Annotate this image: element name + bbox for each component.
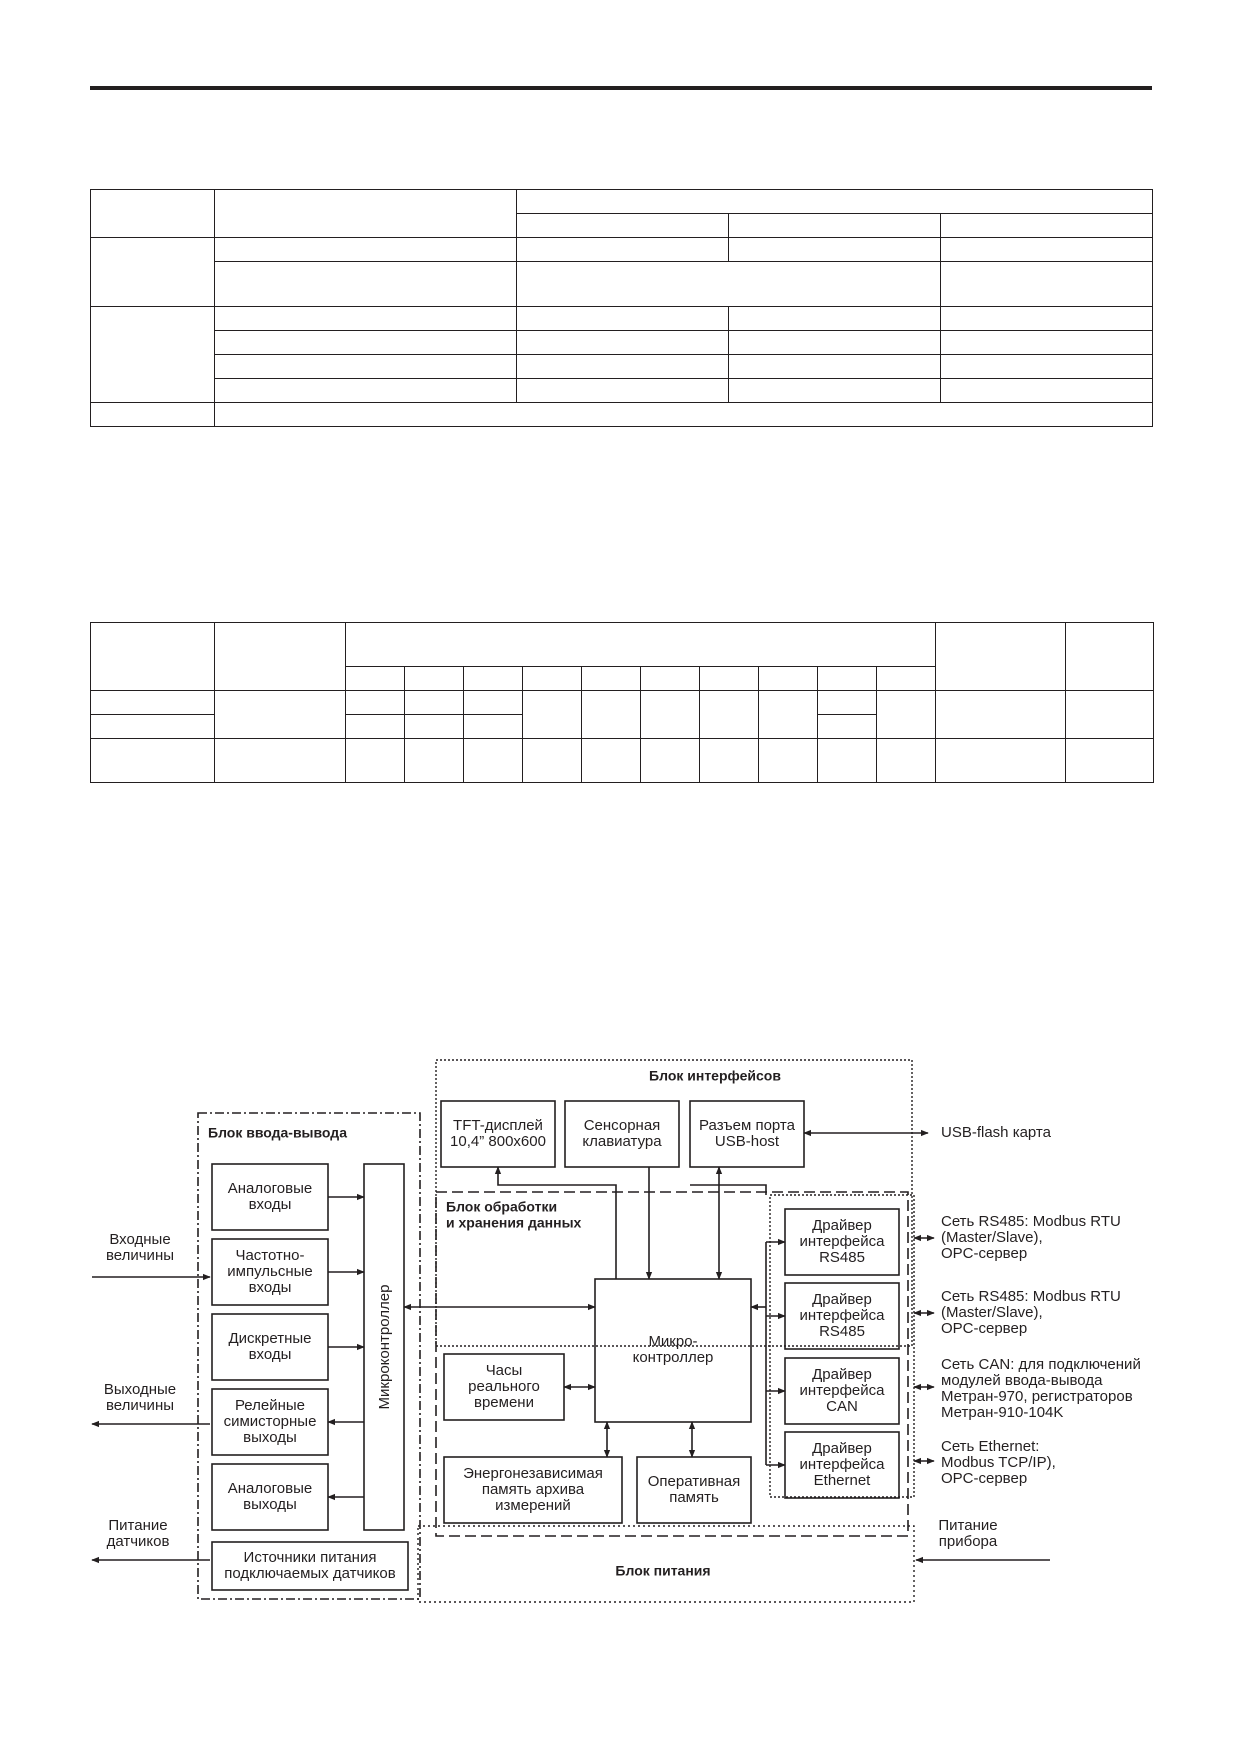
rs485-2-label: Сеть RS485: Modbus RTU(Master/Slave),OPC…: [941, 1288, 1121, 1337]
table-row: [90, 690, 1155, 739]
table-2: [90, 622, 1155, 783]
io-block-title: Блок ввода-вывода: [208, 1125, 347, 1141]
io-microcontroller-label: Микроконтроллер: [376, 1285, 393, 1410]
table-row: [91, 666, 1154, 691]
power-block-frame: [417, 1525, 915, 1603]
link-to-frame: [690, 1184, 767, 1195]
table-row: [90, 189, 1154, 238]
table-row: [90, 402, 1154, 427]
table-row: [91, 261, 1154, 307]
sensor-power-box: [211, 1541, 409, 1591]
table-row: [90, 622, 1155, 691]
driver-group-frame: [769, 1194, 915, 1498]
rs485-1-label: Сеть RS485: Modbus RTU(Master/Slave),OPC…: [941, 1213, 1121, 1262]
main-microcontroller-box: [594, 1278, 752, 1423]
table-row: [90, 306, 1154, 403]
processing-block-frame: [435, 1191, 909, 1537]
io-block-frame: [197, 1112, 421, 1600]
top-rule: [90, 86, 1152, 90]
table-1: [90, 189, 1154, 427]
interface-block-title: Блок интерфейсов: [649, 1068, 781, 1084]
main-microcontroller-label: Микро-контроллер: [633, 1333, 714, 1366]
power-block-title: Блок питания: [615, 1563, 710, 1579]
keyboard-box: [564, 1100, 680, 1168]
table-row: [91, 354, 1154, 379]
table-row: [91, 378, 1154, 403]
table-row: [90, 738, 1155, 783]
usb-flash-label: USB-flash карта: [941, 1124, 1052, 1141]
arrow-to-display: [494, 1166, 617, 1279]
nonvolatile-memory-box: [443, 1456, 623, 1524]
table-row: [90, 237, 1154, 307]
ethernet-label: Сеть Ethernet:Modbus TCP/IP),OPC-сервер: [941, 1438, 1056, 1487]
table-row: [91, 330, 1154, 355]
